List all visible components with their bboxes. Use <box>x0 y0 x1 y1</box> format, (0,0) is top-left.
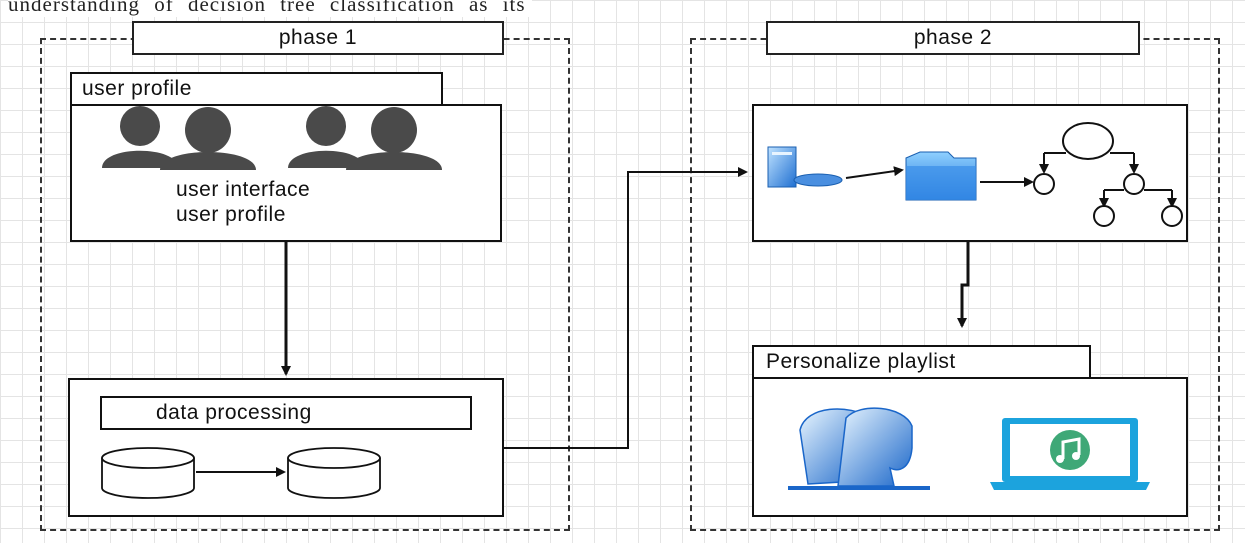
processing-to-pipeline-connector <box>504 167 748 449</box>
database-cylinder-icon <box>101 447 195 499</box>
people-silhouette-icon <box>788 407 930 490</box>
server-database-icon <box>767 146 843 188</box>
users-group-icon <box>102 106 256 170</box>
decision-tree-icon <box>1033 122 1183 227</box>
user-profile-label: user profile <box>176 203 286 226</box>
phase-1-label: phase 1 <box>132 21 504 55</box>
pipeline-to-playlist-arrow <box>957 242 970 328</box>
data-processing-tab: data processing <box>100 396 472 430</box>
phase-2-label: phase 2 <box>766 21 1140 55</box>
folder-icon <box>905 151 977 201</box>
user-profile-tab: user profile <box>70 72 443 106</box>
server-to-folder-arrow <box>845 166 904 179</box>
playlist-tab: Personalize playlist <box>752 345 1091 379</box>
music-laptop-icon <box>990 418 1150 490</box>
users-group-icon <box>288 106 442 170</box>
database-cylinder-icon <box>287 447 381 499</box>
header-text-fragment: understanding of decision tree classific… <box>8 0 532 17</box>
user-interface-label: user interface <box>176 178 311 201</box>
